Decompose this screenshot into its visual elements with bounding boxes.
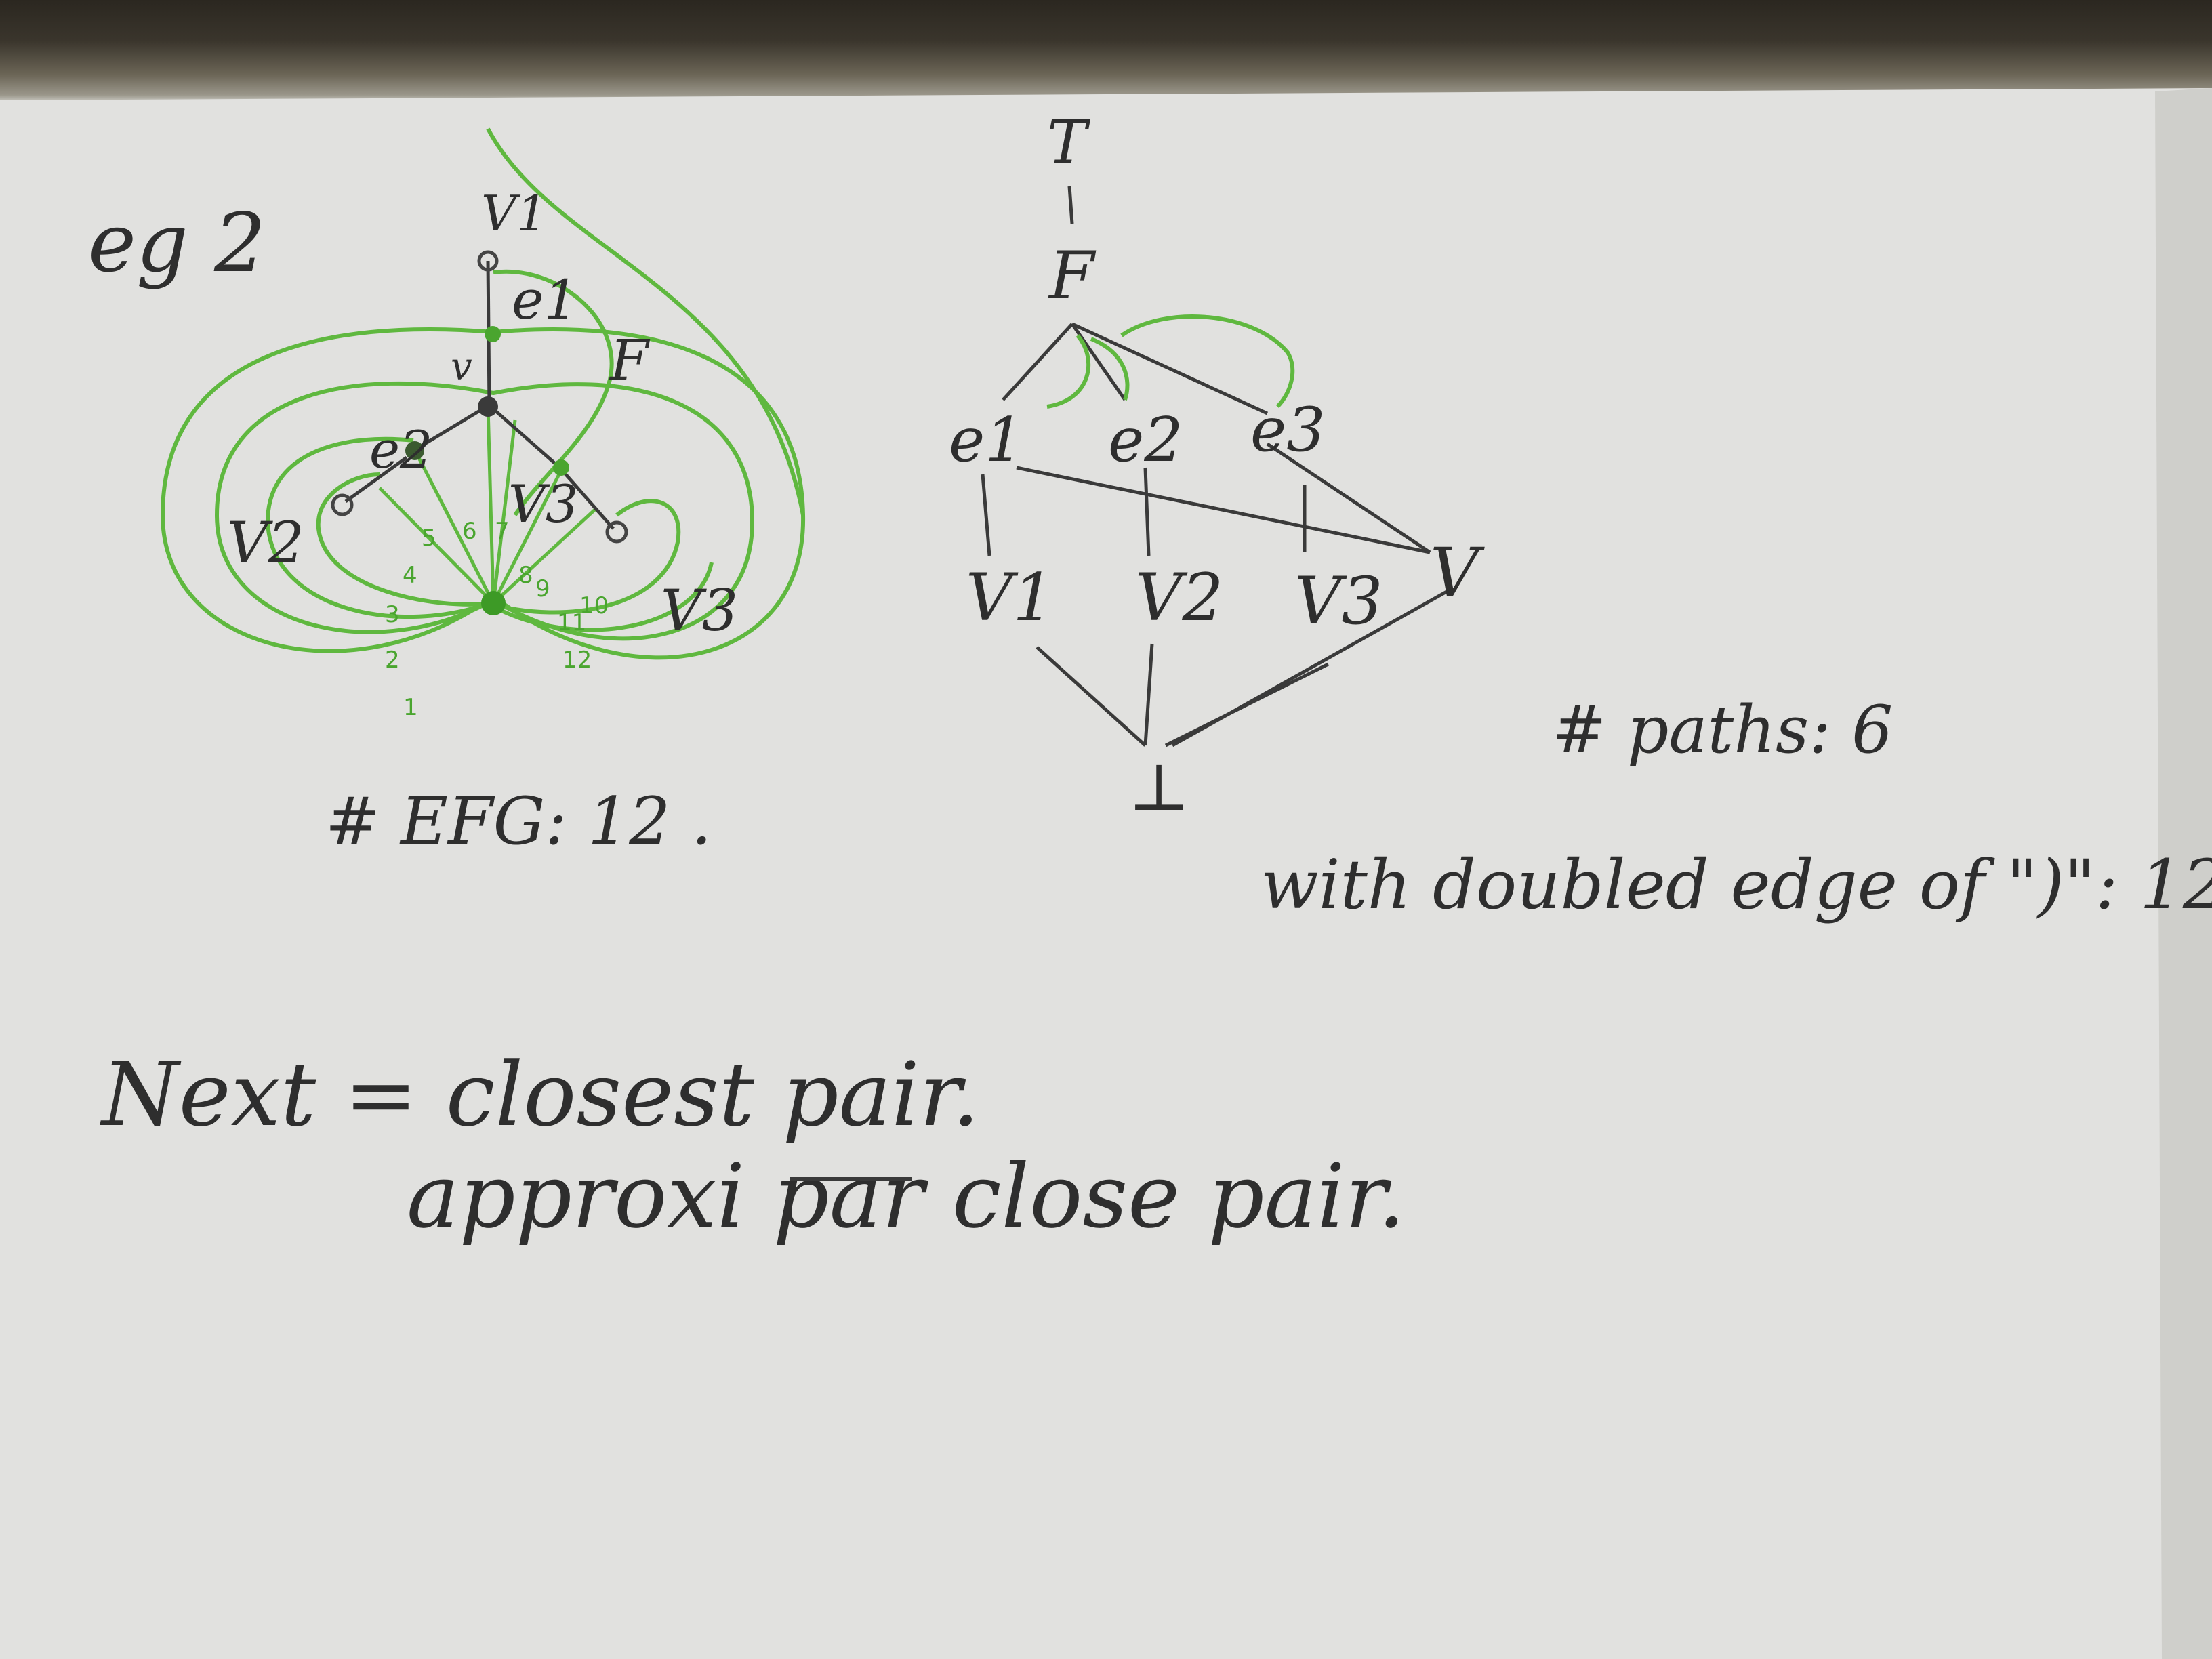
eg-title: eg 2 [88, 197, 266, 291]
region-6: 6 [462, 518, 477, 545]
region-10: 10 [579, 592, 609, 619]
edge-e2-v2 [344, 455, 408, 504]
notes: Next = closest pair. approxi par close p… [100, 1043, 1406, 1248]
region-12: 12 [562, 647, 592, 674]
label-v: v [451, 345, 472, 389]
label-v3-outer: V3 [661, 577, 738, 644]
node-e2 [405, 441, 424, 460]
edge-v3-leaf [558, 466, 615, 530]
green-arc-e3 [1120, 314, 1295, 409]
paper-edge-shadow [2155, 88, 2212, 1659]
region-numbers: 1 2 3 4 5 6 7 8 9 10 11 12 [385, 518, 609, 721]
region-11: 11 [557, 609, 586, 636]
label-e1: e1 [512, 268, 578, 331]
label-e2: e2 [369, 419, 432, 480]
tree-edges [344, 260, 615, 530]
node-F: F [1048, 238, 1097, 314]
note-line-1: Next = closest pair. [100, 1043, 980, 1146]
node-hub [481, 591, 506, 615]
label-v2: V2 [227, 510, 304, 576]
cycle-right-a [493, 499, 681, 615]
right-diagram: T F e1 e2 e3 V1 V2 V3 V ⊥ # paths: 6 wit… [949, 107, 2212, 924]
region-8: 8 [518, 562, 533, 589]
cycle-2 [214, 381, 755, 641]
node-v3 [605, 520, 628, 544]
region-7: 7 [495, 518, 510, 545]
label-F: F [609, 329, 651, 393]
node-v2 [331, 493, 354, 516]
efg-count-note: # EFG: 12 . [325, 783, 712, 859]
region-3: 3 [385, 601, 400, 628]
cycle-3 [265, 436, 495, 619]
node-V1: V1 [966, 560, 1054, 636]
doubled-note: with doubled edge of ")": 12 [1261, 845, 2212, 924]
left-diagram: eg 2 [88, 127, 806, 859]
edge-v-v3 [489, 405, 561, 469]
green-spokes [378, 406, 598, 605]
node-bottom: ⊥ [1128, 750, 1189, 825]
node-e2: e2 [1108, 405, 1183, 476]
paper-sheet [0, 88, 2212, 1659]
region-9: 9 [535, 575, 550, 602]
green-cycles [160, 127, 806, 660]
cycle-inner-top [493, 269, 614, 516]
node-v1 [477, 250, 499, 272]
region-2: 2 [385, 647, 400, 674]
paths-note: # paths: 6 [1552, 692, 1893, 768]
cycle-right-b [492, 562, 714, 632]
note-line-2: approxi par close pair. [407, 1145, 1406, 1248]
cycle-4 [316, 472, 494, 607]
label-v1: V1 [481, 185, 548, 242]
node-V3: V3 [1294, 563, 1382, 639]
node-e1 [485, 326, 501, 342]
node-V2: V2 [1135, 560, 1223, 636]
doubled-edges [1046, 314, 1295, 409]
node-e1: e1 [949, 405, 1024, 476]
green-arc-e2 [1090, 337, 1130, 401]
node-V: V [1430, 533, 1485, 613]
region-5: 5 [422, 525, 436, 552]
node-e3 [553, 459, 569, 476]
label-v3-inner: V3 [508, 474, 578, 534]
region-4: 4 [403, 562, 417, 589]
cycle-top-loop [486, 127, 805, 516]
lattice-edges [981, 186, 1452, 747]
node-v [478, 396, 498, 417]
node-top: T [1047, 107, 1091, 177]
green-arc-e1 [1046, 334, 1091, 409]
node-e3: e3 [1250, 394, 1326, 466]
region-1: 1 [403, 694, 418, 721]
edge-v-e2 [412, 405, 488, 453]
